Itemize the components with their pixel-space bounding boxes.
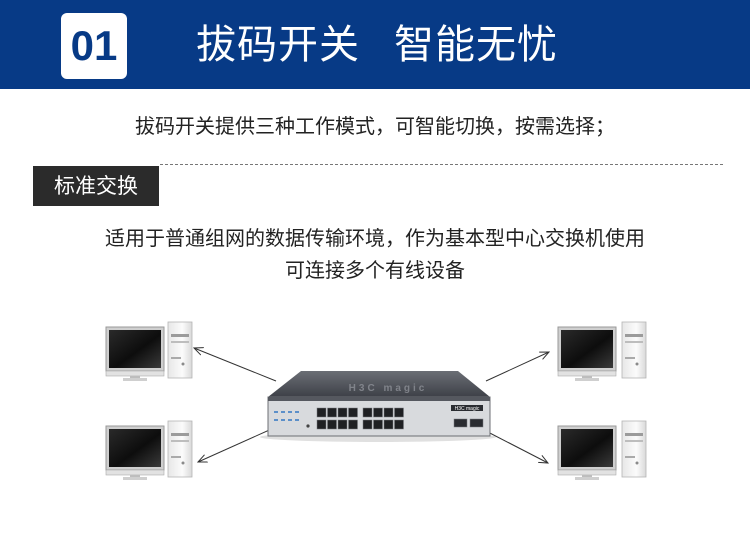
section-title-part1: 拔码开关 [196, 22, 360, 68]
sfp-port [469, 418, 484, 428]
ethernet-port [394, 419, 404, 430]
section-number: 01 [70, 22, 118, 69]
switch-front-logo-badge [451, 405, 483, 411]
mode-description-line1: 适用于普通组网的数据传输环境，作为基本型中心交换机使用 [105, 226, 645, 250]
section-title: 拔码开关智能无忧 [196, 18, 558, 72]
ethernet-port [373, 407, 383, 418]
header-banner: 01 拔码开关智能无忧 [0, 0, 750, 89]
arrow-to-bottom-left [198, 426, 277, 462]
computer-top-right [557, 321, 647, 381]
sfp-ports [453, 418, 484, 428]
ethernet-port [383, 407, 394, 418]
mode-description-line2: 可连接多个有线设备 [285, 258, 465, 282]
section-title-part2: 智能无忧 [394, 22, 558, 68]
section-number-badge: 01 [61, 13, 127, 79]
intro-text: 拔码开关提供三种工作模式，可智能切换，按需选择； [135, 114, 615, 138]
ethernet-port [383, 419, 394, 430]
ethernet-port [348, 419, 358, 430]
arrow-to-bottom-right [483, 429, 548, 463]
arrow-to-top-right [485, 352, 549, 382]
ethernet-port [362, 419, 373, 430]
computer-bottom-left [105, 420, 193, 480]
ethernet-port [362, 407, 373, 418]
divider-dashed [160, 164, 723, 165]
mode-description: 适用于普通组网的数据传输环境，作为基本型中心交换机使用 可连接多个有线设备 [0, 222, 750, 286]
mode-label: 标准交换 [33, 166, 159, 206]
arrow-to-top-left [194, 348, 277, 382]
ethernet-ports [316, 407, 404, 430]
computer-bottom-right [557, 420, 647, 480]
status-leds [274, 411, 310, 428]
sfp-port [453, 418, 468, 428]
ethernet-port [327, 407, 337, 418]
switch-top-logo: H3C magic [349, 383, 428, 394]
ethernet-port [373, 419, 383, 430]
ethernet-port [394, 407, 404, 418]
computer-top-left [105, 321, 193, 381]
ethernet-port [316, 407, 327, 418]
ethernet-port [337, 407, 348, 418]
switch-front-logo: H3C magic [455, 406, 480, 412]
ethernet-port [327, 419, 337, 430]
ethernet-port [337, 419, 348, 430]
network-switch: H3C magic H3C magic [260, 371, 496, 442]
connection-arrows [194, 348, 549, 463]
ethernet-port [348, 407, 358, 418]
ethernet-port [316, 419, 327, 430]
